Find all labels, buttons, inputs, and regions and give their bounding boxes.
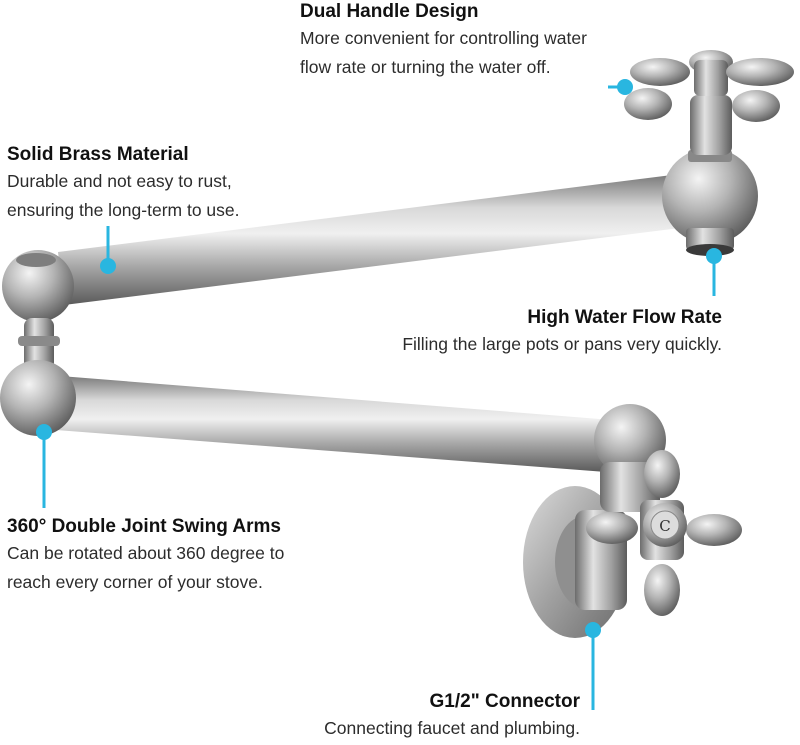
callout-swing-arms xyxy=(36,424,52,508)
feature-description: ensuring the long-term to use. xyxy=(7,200,240,220)
feature-connector: G1/2" Connector Connecting faucet and pl… xyxy=(324,690,580,743)
feature-title: High Water Flow Rate xyxy=(527,307,722,328)
upper-cross-handle xyxy=(624,50,794,155)
feature-title: G1/2" Connector xyxy=(429,691,580,712)
feature-swing-arms: 360° Double Joint Swing Arms Can be rota… xyxy=(7,515,284,597)
feature-description: reach every corner of your stove. xyxy=(7,572,263,592)
feature-description: Durable and not easy to rust, xyxy=(7,171,232,191)
callout-dual-handle xyxy=(608,79,633,95)
feature-description: Connecting faucet and plumbing. xyxy=(324,718,580,738)
feature-solid-brass: Solid Brass Material Durable and not eas… xyxy=(7,143,240,225)
feature-title: Dual Handle Design xyxy=(300,1,479,22)
lower-cross-handle: C xyxy=(586,450,742,616)
feature-description: Can be rotated about 360 degree to xyxy=(7,543,285,563)
feature-title: 360° Double Joint Swing Arms xyxy=(7,516,281,537)
feature-description: flow rate or turning the water off. xyxy=(300,57,551,77)
feature-description: More convenient for controlling water xyxy=(300,28,587,48)
feature-description: Filling the large pots or pans very quic… xyxy=(402,334,722,354)
upper-swing-arm xyxy=(58,175,680,305)
feature-dual-handle: Dual Handle Design More convenient for c… xyxy=(300,0,587,82)
lower-swing-arm xyxy=(56,376,612,472)
swivel-joint xyxy=(18,318,60,370)
feature-title: Solid Brass Material xyxy=(7,144,189,165)
callout-connector xyxy=(585,622,601,710)
callout-solid-brass xyxy=(100,226,116,274)
feature-high-water-flow: High Water Flow Rate Filling the large p… xyxy=(402,306,722,359)
handle-cap-letter: C xyxy=(659,517,670,535)
spout-ball xyxy=(662,148,758,256)
upper-elbow-joint xyxy=(2,250,74,322)
lower-elbow-joint xyxy=(0,360,76,436)
callout-high-flow xyxy=(706,248,722,296)
